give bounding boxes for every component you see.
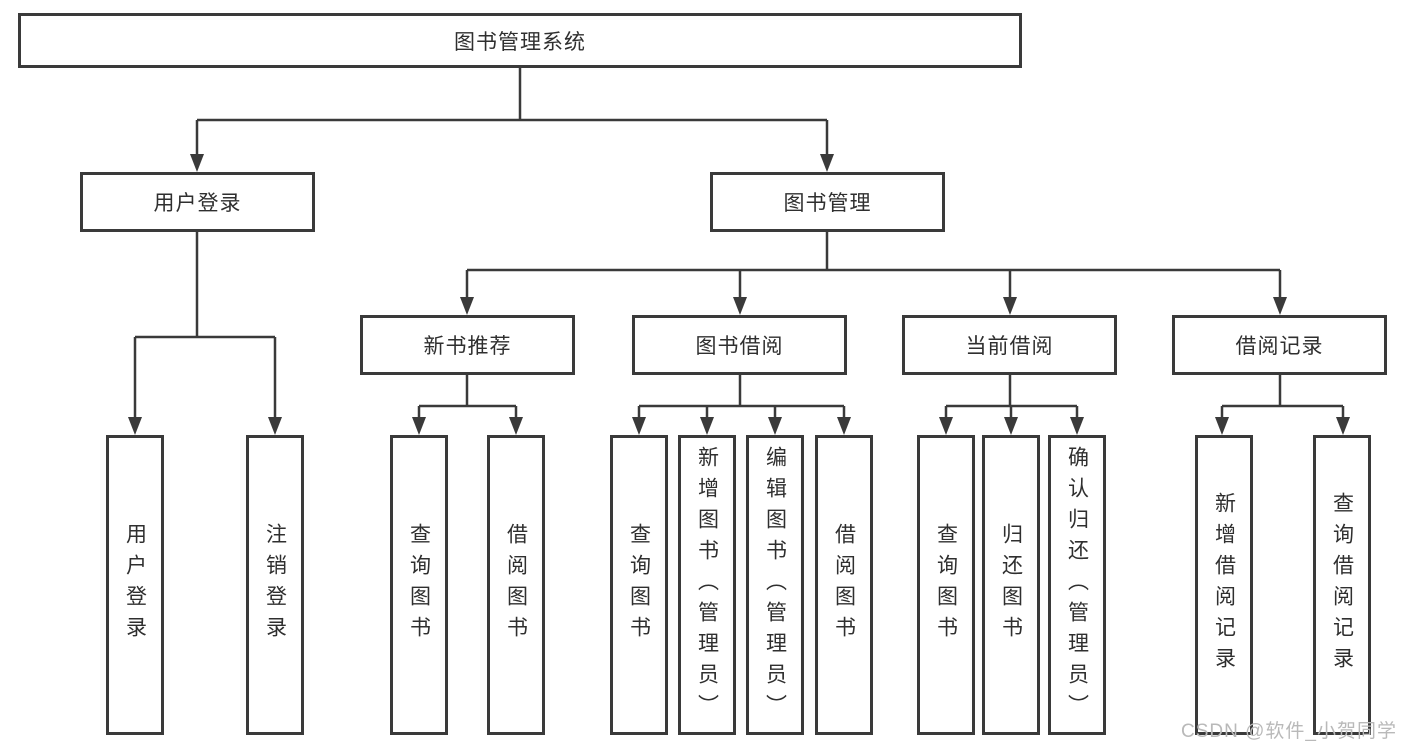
leaf-query-books-3-label: 查询图书 — [934, 523, 958, 647]
leaf-add-borrow-record-label: 新增借阅记录 — [1212, 492, 1236, 678]
leaf-query-books-3: 查询图书 — [917, 435, 975, 735]
node-borrowing-records: 借阅记录 — [1172, 315, 1387, 375]
node-book-management: 图书管理 — [710, 172, 945, 232]
node-user-login: 用户登录 — [80, 172, 315, 232]
leaf-query-borrow-record-label: 查询借阅记录 — [1330, 492, 1354, 678]
leaf-logout-label: 注销登录 — [263, 523, 287, 647]
leaf-confirm-return-admin: 确认归还（管理员） — [1048, 435, 1106, 735]
leaf-return-books-label: 归还图书 — [999, 523, 1023, 647]
node-book-management-label: 图书管理 — [783, 192, 872, 215]
leaf-borrow-books-2: 借阅图书 — [815, 435, 873, 735]
node-current-borrowing-label: 当前借阅 — [965, 335, 1054, 358]
leaf-user-login-label: 用户登录 — [123, 523, 147, 647]
node-book-borrowing-label: 图书借阅 — [695, 335, 784, 358]
leaf-query-books-2: 查询图书 — [610, 435, 668, 735]
node-book-borrowing: 图书借阅 — [632, 315, 847, 375]
leaf-add-borrow-record: 新增借阅记录 — [1195, 435, 1253, 735]
node-current-borrowing: 当前借阅 — [902, 315, 1117, 375]
node-root-label: 图书管理系统 — [454, 30, 586, 54]
node-user-login-label: 用户登录 — [153, 192, 242, 215]
leaf-borrow-books-1-label: 借阅图书 — [504, 523, 528, 647]
leaf-add-books-admin: 新增图书（管理员） — [678, 435, 736, 735]
node-borrowing-records-label: 借阅记录 — [1235, 335, 1324, 358]
node-new-book-recommendation: 新书推荐 — [360, 315, 575, 375]
leaf-user-login: 用户登录 — [106, 435, 164, 735]
leaf-query-books-1: 查询图书 — [390, 435, 448, 735]
leaf-borrow-books-1: 借阅图书 — [487, 435, 545, 735]
leaf-edit-books-admin: 编辑图书（管理员） — [746, 435, 804, 735]
leaf-query-books-1-label: 查询图书 — [407, 523, 431, 647]
node-new-book-recommendation-label: 新书推荐 — [423, 335, 512, 358]
leaf-borrow-books-2-label: 借阅图书 — [832, 523, 856, 647]
leaf-return-books: 归还图书 — [982, 435, 1040, 735]
leaf-query-borrow-record: 查询借阅记录 — [1313, 435, 1371, 735]
leaf-add-books-admin-label: 新增图书（管理员） — [695, 445, 719, 725]
csdn-watermark: CSDN @软件_小贺同学 — [1181, 721, 1397, 742]
leaf-logout: 注销登录 — [246, 435, 304, 735]
node-root-system: 图书管理系统 — [18, 13, 1022, 68]
leaf-query-books-2-label: 查询图书 — [627, 523, 651, 647]
leaf-edit-books-admin-label: 编辑图书（管理员） — [763, 445, 787, 725]
leaf-confirm-return-admin-label: 确认归还（管理员） — [1065, 445, 1089, 725]
